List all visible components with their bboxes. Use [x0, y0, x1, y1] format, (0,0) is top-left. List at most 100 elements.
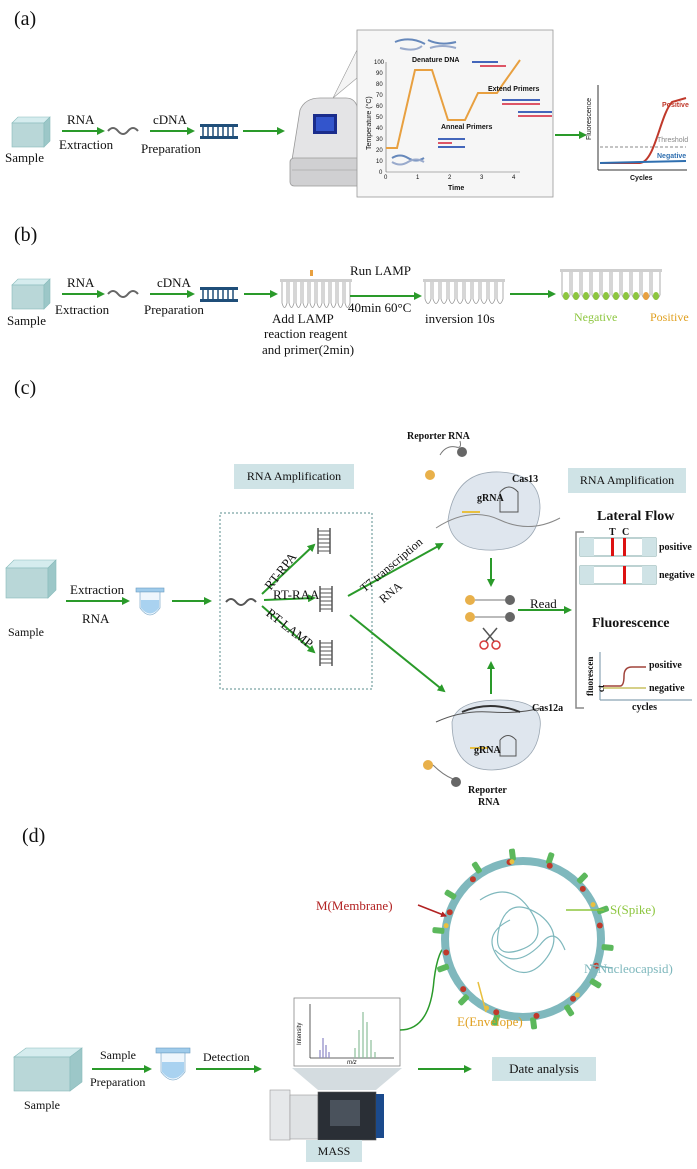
- sample-label-a: Sample: [5, 150, 44, 165]
- fluorescence-title: Fluorescence: [592, 616, 670, 631]
- tube-liquid: [593, 292, 599, 300]
- pcr-tube: [309, 282, 316, 308]
- fl-y-axis: fluorescen: [585, 656, 595, 696]
- callout-pointer: [332, 49, 358, 99]
- spike-protein: [437, 963, 450, 973]
- membrane-protein: [446, 909, 453, 916]
- spike-protein: [508, 848, 516, 861]
- pcr-y-tick: 40: [376, 126, 383, 132]
- denature-label: Denature DNA: [412, 57, 460, 64]
- amp-threshold: Threshold: [657, 137, 689, 144]
- pcr-y-tick: 10: [376, 159, 383, 165]
- pcr-x-tick: 2: [448, 175, 452, 181]
- pcr-tube: [488, 282, 496, 304]
- cas13-complex: [425, 440, 561, 551]
- membrane-protein: [570, 995, 577, 1002]
- sample-prep-line1: Sample: [100, 1048, 136, 1062]
- add-lamp-line3: and primer(2min): [262, 342, 355, 357]
- spike-protein: [432, 927, 445, 934]
- pcr-y-tick: 80: [376, 82, 383, 88]
- pcr-tube: [440, 282, 448, 304]
- cdna-label-b: cDNA: [157, 275, 191, 290]
- amp-y-axis: Fluorescence: [586, 97, 593, 140]
- sample-label-d: Sample: [24, 1098, 60, 1112]
- pcr-tube: [337, 282, 344, 308]
- pcr-tube: [302, 282, 309, 308]
- panel-d: [13, 848, 614, 1141]
- beam: [292, 1068, 402, 1090]
- fl-x-axis: cycles: [632, 702, 657, 713]
- scissors-icon: [479, 627, 501, 650]
- pcr-chart: [385, 38, 552, 173]
- reporter-rna-bottom-2: RNA: [478, 797, 500, 808]
- cas12a-complex: [423, 699, 541, 787]
- tube-liquid: [633, 292, 639, 300]
- detection-label: Detection: [203, 1050, 250, 1064]
- ladders: [317, 528, 333, 666]
- amp-negative: Negative: [657, 153, 687, 160]
- tube-liquid: [563, 292, 569, 300]
- extraction-label-b: Extraction: [55, 302, 110, 317]
- amplicon-ladder: [317, 528, 331, 554]
- reporter-rna-top: Reporter RNA: [407, 431, 470, 442]
- mass-spectrometer: [269, 1089, 384, 1141]
- membrane-protein: [546, 862, 553, 869]
- rna-label-a: RNA: [67, 112, 95, 127]
- pcr-tube: [344, 282, 351, 308]
- panel-d-label: (d): [22, 825, 46, 847]
- extraction-label-a: Extraction: [59, 137, 114, 152]
- cas13-label: Cas13: [512, 474, 539, 485]
- spike-protein: [564, 1004, 575, 1017]
- mz-label: m/z: [347, 1060, 357, 1066]
- membrane-protein: [579, 885, 586, 892]
- envelope-pointer: [477, 981, 487, 1013]
- run-lamp-label: Run LAMP: [350, 263, 412, 278]
- sample-label-c: Sample: [8, 625, 44, 639]
- mass-label: MASS: [306, 1140, 362, 1162]
- rna-label-c: RNA: [82, 611, 110, 626]
- rna-strand-b: [107, 290, 139, 298]
- pcr-tube: [316, 282, 323, 308]
- cleaved-reporters: [465, 595, 515, 622]
- lf-c-label: C: [622, 527, 630, 538]
- rna-amplification-right: RNA Amplification: [568, 468, 686, 493]
- spike-protein: [601, 944, 614, 951]
- sample-box-b: [11, 278, 51, 310]
- lf-strip-negative: [579, 565, 657, 585]
- extraction-label-c: Extraction: [70, 582, 125, 597]
- membrane-protein: [596, 922, 603, 929]
- tube-d: [155, 1047, 191, 1081]
- envelope-label: E(Envelope): [457, 1014, 523, 1029]
- tube-strip-1: [280, 270, 352, 308]
- tube-strip-bar: [280, 279, 352, 282]
- sample-prep-line2: Preparation: [90, 1075, 146, 1089]
- spike-protein: [576, 872, 588, 884]
- spike-protein: [444, 889, 457, 900]
- cas12a-label: Cas12a: [532, 703, 564, 714]
- spike-protein: [530, 1017, 538, 1030]
- pcr-chart-frame: [356, 29, 554, 198]
- arrow-raa: [263, 594, 316, 603]
- sample-box-d: [13, 1047, 83, 1092]
- membrane-protein: [533, 1012, 540, 1019]
- lf-strip-positive: [579, 537, 657, 557]
- envelope-protein: [590, 902, 596, 908]
- rna-strand-c: [225, 598, 257, 606]
- pcr-x-tick: 1: [416, 175, 420, 181]
- virus-particle: [432, 848, 614, 1030]
- panel-b-label: (b): [14, 224, 38, 246]
- reagent-drop: [310, 270, 313, 276]
- negative-label-b: Negative: [574, 310, 618, 324]
- pcr-y-tick: 100: [374, 60, 385, 66]
- spike-protein: [458, 994, 470, 1006]
- envelope-protein: [443, 923, 449, 929]
- fl-negative: negative: [649, 683, 685, 694]
- pcr-tube: [480, 282, 488, 304]
- tube-strip-bar: [423, 279, 505, 282]
- spike-protein: [589, 978, 602, 989]
- spike-label: S(Spike): [610, 902, 656, 917]
- amplicon-ladder: [319, 640, 333, 666]
- preparation-label-a: Preparation: [141, 141, 201, 156]
- mass-spectrum: [293, 997, 401, 1067]
- reporter-rna-bottom-1: Reporter: [468, 785, 507, 796]
